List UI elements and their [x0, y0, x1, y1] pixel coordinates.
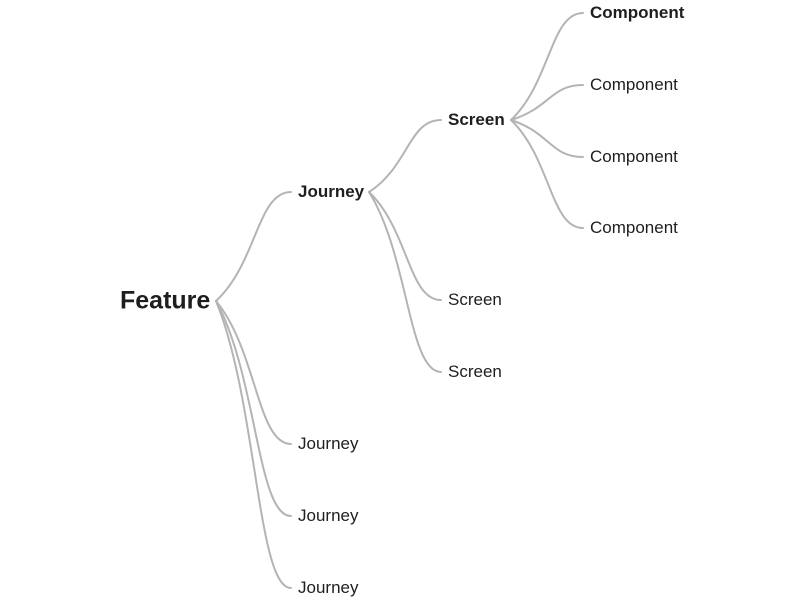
link-journey-1-to-screen-3 — [368, 191, 442, 373]
node-journey-4[interactable]: Journey — [298, 578, 359, 598]
link-journey-1-to-screen-2 — [368, 191, 442, 301]
link-journey-1-to-screen-1 — [368, 119, 442, 193]
node-component-4[interactable]: Component — [590, 218, 678, 238]
link-feature-to-journey-3 — [215, 300, 292, 517]
node-journey-3[interactable]: Journey — [298, 506, 359, 526]
link-screen-1-to-component-1 — [510, 12, 584, 121]
link-screen-1-to-component-4 — [510, 119, 584, 229]
node-feature[interactable]: Feature — [120, 286, 211, 315]
node-component-3[interactable]: Component — [590, 147, 678, 167]
link-feature-to-journey-2 — [215, 300, 292, 445]
node-screen-3[interactable]: Screen — [448, 362, 502, 382]
node-screen-1[interactable]: Screen — [448, 110, 505, 130]
link-screen-1-to-component-2 — [510, 84, 584, 121]
node-component-2[interactable]: Component — [590, 75, 678, 95]
node-screen-2[interactable]: Screen — [448, 290, 502, 310]
node-journey-1[interactable]: Journey — [298, 182, 365, 202]
link-feature-to-journey-1 — [215, 191, 292, 302]
node-journey-2[interactable]: Journey — [298, 434, 359, 454]
node-component-1[interactable]: Component — [590, 3, 685, 23]
link-screen-1-to-component-3 — [510, 119, 584, 158]
link-feature-to-journey-4 — [215, 300, 292, 589]
